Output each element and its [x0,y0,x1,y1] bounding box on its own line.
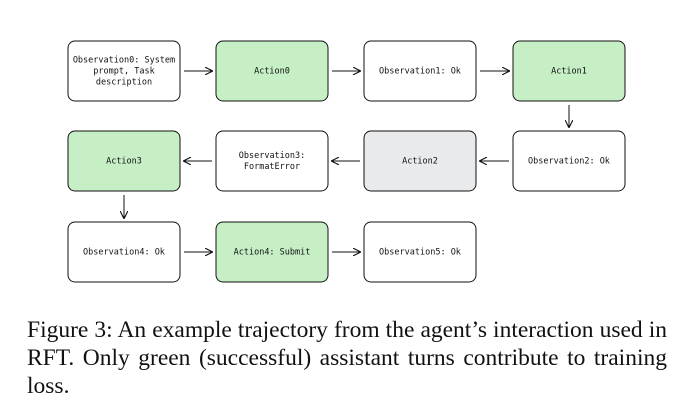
node-box-obs0 [67,40,181,102]
node-label-obs3: Observation3: [239,151,306,161]
node-act1: Action1 [512,40,626,102]
node-label-act4: Action4: Submit [234,248,311,258]
node-act2: Action2 [363,130,477,192]
node-label-obs3: FormatError [244,162,300,172]
node-box-act3 [67,130,181,192]
node-obs2: Observation2: Ok [512,130,626,192]
node-obs1: Observation1: Ok [363,40,477,102]
node-label-obs5: Observation5: Ok [379,248,461,258]
node-label-act2: Action2 [402,157,438,167]
node-label-obs4: Observation4: Ok [83,248,165,258]
node-box-obs1 [363,40,477,102]
node-box-obs5 [363,221,477,283]
node-label-obs1: Observation1: Ok [379,67,461,77]
node-obs3: Observation3:FormatError [215,130,329,192]
node-label-obs0: prompt, Task [93,67,154,77]
node-label-act0: Action0 [254,67,290,77]
node-label-act3: Action3 [106,157,142,167]
node-obs5: Observation5: Ok [363,221,477,283]
node-box-obs4 [67,221,181,283]
node-obs4: Observation4: Ok [67,221,181,283]
node-box-act0 [215,40,329,102]
node-box-obs2 [512,130,626,192]
node-label-obs0: Observation0: System [73,56,175,66]
node-box-obs3 [215,130,329,192]
node-act4: Action4: Submit [215,221,329,283]
node-box-act1 [512,40,626,102]
node-act3: Action3 [67,130,181,192]
node-box-act2 [363,130,477,192]
node-label-obs2: Observation2: Ok [528,157,610,167]
node-box-act4 [215,221,329,283]
figure-caption: Figure 3: An example trajectory from the… [27,317,667,399]
node-label-obs0: description [96,78,152,88]
node-label-act1: Action1 [551,67,587,77]
node-act0: Action0 [215,40,329,102]
